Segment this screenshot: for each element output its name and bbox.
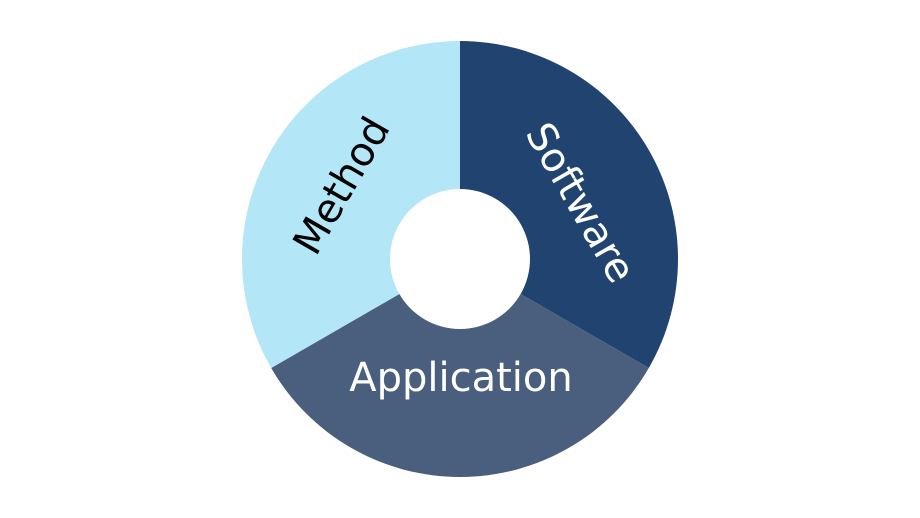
segment-application <box>271 294 649 477</box>
label-application: Application <box>349 355 573 401</box>
segment-method <box>241 41 460 368</box>
segment-software <box>460 41 678 368</box>
